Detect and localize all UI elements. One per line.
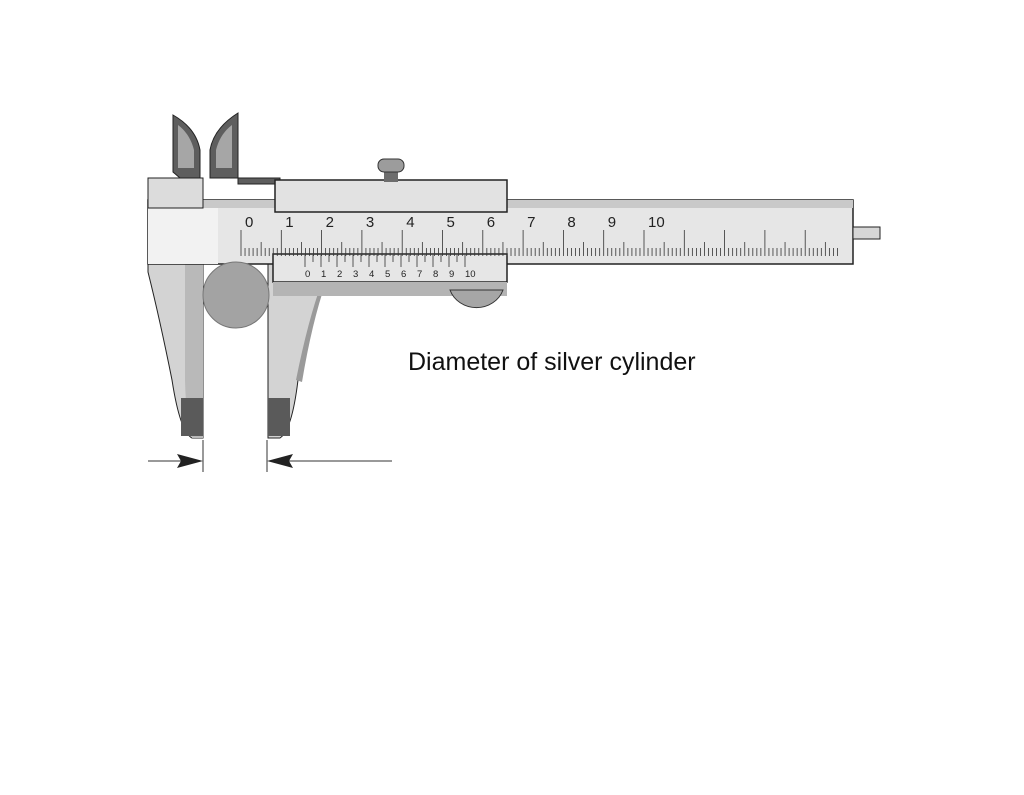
silver-cylinder <box>202 261 270 329</box>
main-scale-label: 9 <box>608 214 616 231</box>
main-scale-ticks <box>240 230 838 256</box>
vernier-scale-label: 2 <box>337 269 342 280</box>
main-scale-labels: 0 1 2 3 4 5 6 7 8 9 10 <box>245 214 665 231</box>
thumb-screw-stem <box>384 170 398 182</box>
diagram-caption: Diameter of silver cylinder <box>408 348 696 376</box>
thumb-wheel <box>449 289 504 309</box>
main-scale-label: 7 <box>527 214 535 231</box>
sliding-lower-jaw-shadow <box>296 282 326 382</box>
vernier-scale-label: 8 <box>433 269 438 280</box>
slider-vernier-plate <box>272 253 508 283</box>
vernier-scale-label: 10 <box>465 269 476 280</box>
fixed-jaw-tip <box>181 398 203 436</box>
main-scale-label: 4 <box>406 214 414 231</box>
main-scale-label: 8 <box>567 214 575 231</box>
main-scale-label: 2 <box>326 214 334 231</box>
thumb-screw-head <box>377 158 405 173</box>
vernier-scale-label: 7 <box>417 269 422 280</box>
sliding-upper-jaw-inner <box>216 125 232 168</box>
vernier-scale-label: 6 <box>401 269 406 280</box>
main-beam-highlight <box>148 208 218 264</box>
slider-lower-band <box>273 282 507 296</box>
vernier-scale-label: 1 <box>321 269 326 280</box>
fixed-upper-jaw-inner <box>178 125 194 168</box>
main-scale-label: 3 <box>366 214 374 231</box>
sliding-jaw-tip <box>268 398 290 436</box>
vernier-scale-label: 9 <box>449 269 454 280</box>
vernier-scale-label: 0 <box>305 269 310 280</box>
fixed-lower-jaw-shadow <box>185 258 203 438</box>
slider-top-plate <box>274 179 508 213</box>
main-scale-label: 5 <box>447 214 455 231</box>
depth-rod <box>852 226 881 240</box>
arrow-left-head <box>177 454 203 468</box>
arrow-right-head <box>267 454 293 468</box>
main-scale-label: 0 <box>245 214 253 231</box>
vernier-scale-label: 3 <box>353 269 358 280</box>
main-scale-label: 1 <box>285 214 293 231</box>
main-scale-label: 10 <box>648 214 665 231</box>
main-scale-label: 6 <box>487 214 495 231</box>
fixed-head <box>147 177 204 209</box>
vernier-scale-label: 4 <box>369 269 374 280</box>
vernier-scale-label: 5 <box>385 269 390 280</box>
vernier-scale-ticks <box>304 255 466 267</box>
